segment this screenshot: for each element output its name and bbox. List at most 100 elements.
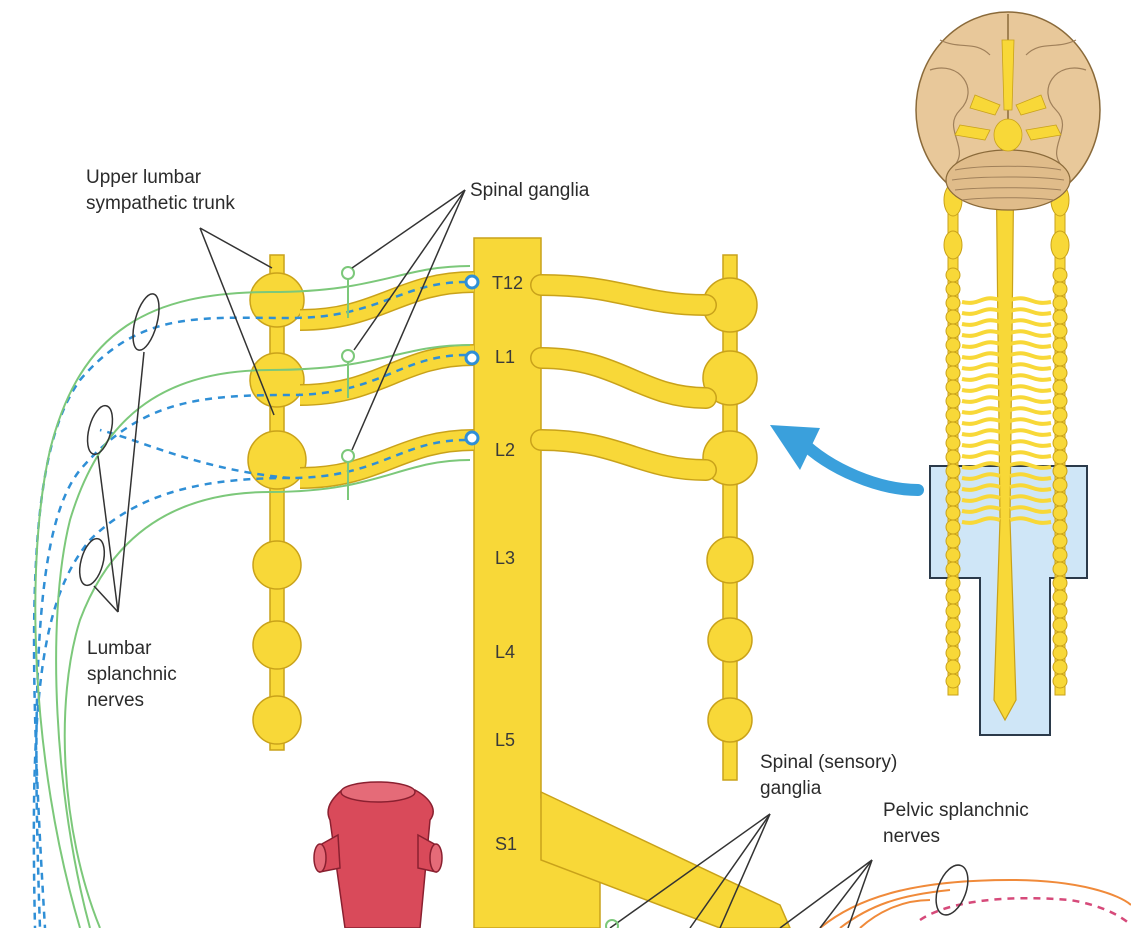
- chain-ganglion: [1053, 492, 1067, 506]
- chain-ganglion: [946, 310, 960, 324]
- chain-ganglion: [946, 450, 960, 464]
- chain-ganglion: [946, 618, 960, 632]
- chain-ganglion: [1053, 296, 1067, 310]
- chain-ganglion: [946, 590, 960, 604]
- label-pelvic-splanchnic-line1: Pelvic splanchnic: [883, 800, 1029, 822]
- chain-ganglion: [946, 408, 960, 422]
- chain-ganglion: [946, 576, 960, 590]
- pointer-arrow-icon: [770, 425, 918, 490]
- chain-ganglion: [1053, 408, 1067, 422]
- label-lumbar-splanchnic-line3: nerves: [87, 690, 144, 712]
- chain-ganglion: [1053, 618, 1067, 632]
- spinal-nerve-line: [1010, 331, 1051, 336]
- chain-ganglion: [946, 338, 960, 352]
- chain-ganglion: [946, 534, 960, 548]
- segment-label-s1: S1: [495, 834, 517, 854]
- chain-ganglion: [1053, 520, 1067, 534]
- spinal-nerve-line: [1010, 298, 1051, 303]
- chain-ganglion: [946, 548, 960, 562]
- spinal-nerve-line: [962, 342, 1000, 347]
- spinal-nerve-line: [1010, 430, 1051, 435]
- chain-ganglion: [946, 436, 960, 450]
- spinal-nerve-line: [1010, 386, 1051, 391]
- spinal-nerve-line: [1010, 452, 1051, 457]
- spinal-nerve-line: [1010, 441, 1051, 446]
- label-upper-lumbar-trunk-line1: Upper lumbar: [86, 167, 201, 189]
- spinal-nerve-line: [962, 331, 1000, 336]
- spinal-nerve-line: [1010, 353, 1051, 358]
- chain-ganglion: [1053, 590, 1067, 604]
- label-pelvic-splanchnic-line2: nerves: [883, 826, 940, 848]
- chain-ganglion: [946, 562, 960, 576]
- chain-ganglion: [1053, 478, 1067, 492]
- chain-ganglion: [1053, 422, 1067, 436]
- label-spinal-sensory-ganglia-line1: Spinal (sensory): [760, 752, 897, 774]
- spinal-nerve-line: [962, 397, 1000, 402]
- spinal-cord: [474, 238, 790, 928]
- chain-ganglion: [946, 352, 960, 366]
- chain-ganglion: [1053, 366, 1067, 380]
- chain-ganglion: [946, 632, 960, 646]
- segment-label-l2: L2: [495, 440, 515, 460]
- chain-ganglion: [946, 422, 960, 436]
- chain-ganglion: [946, 478, 960, 492]
- chain-ganglion: [1053, 450, 1067, 464]
- spinal-nerve-line: [1010, 419, 1051, 424]
- chain-ganglion: [1053, 464, 1067, 478]
- chain-ganglion: [946, 380, 960, 394]
- segment-label-t12: T12: [492, 273, 523, 293]
- spinal-nerve-line: [962, 320, 1000, 325]
- chain-ganglion: [946, 646, 960, 660]
- chain-ganglion: [1053, 352, 1067, 366]
- label-spinal-sensory-ganglia-line2: ganglia: [760, 778, 821, 800]
- chain-ganglion: [1053, 632, 1067, 646]
- chain-ganglion: [946, 604, 960, 618]
- chain-ganglion: [946, 282, 960, 296]
- chain-ganglion: [946, 492, 960, 506]
- spinal-nerve-line: [962, 353, 1000, 358]
- chain-ganglion: [946, 296, 960, 310]
- chain-ganglion: [1053, 562, 1067, 576]
- spinal-nerve-line: [962, 452, 1000, 457]
- segment-label-l5: L5: [495, 730, 515, 750]
- chain-ganglion: [1053, 660, 1067, 674]
- spinal-nerve-line: [1010, 342, 1051, 347]
- spinal-nerve-line: [1010, 320, 1051, 325]
- label-lumbar-splanchnic-line1: Lumbar: [87, 638, 151, 660]
- chain-ganglion: [946, 268, 960, 282]
- chain-ganglion: [1053, 548, 1067, 562]
- spinal-nerve-line: [1010, 364, 1051, 369]
- chain-ganglion: [946, 674, 960, 688]
- chain-ganglion: [1053, 268, 1067, 282]
- chain-ganglion: [946, 660, 960, 674]
- chain-ganglion: [1053, 338, 1067, 352]
- spinal-nerve-line: [962, 419, 1000, 424]
- chain-ganglion: [1053, 282, 1067, 296]
- left-rami: [300, 282, 474, 478]
- label-spinal-ganglia: Spinal ganglia: [470, 180, 589, 202]
- chain-ganglion: [1053, 310, 1067, 324]
- spinal-nerve-line: [962, 430, 1000, 435]
- spinal-nerve-line: [962, 364, 1000, 369]
- chain-ganglion: [946, 366, 960, 380]
- chain-ganglion: [1053, 436, 1067, 450]
- chain-ganglion: [946, 324, 960, 338]
- pelvic-fibres: [820, 861, 1131, 928]
- spinal-nerve-line: [962, 375, 1000, 380]
- chain-ganglion: [1053, 576, 1067, 590]
- spinal-nerve-line: [962, 309, 1000, 314]
- spinal-nerve-line: [1010, 375, 1051, 380]
- spinal-nerve-line: [962, 298, 1000, 303]
- chain-ganglion: [1053, 380, 1067, 394]
- chain-ganglion: [1053, 506, 1067, 520]
- chain-ganglion: [1053, 394, 1067, 408]
- segment-label-l1: L1: [495, 347, 515, 367]
- chain-ganglion: [1053, 534, 1067, 548]
- spinal-nerve-line: [962, 441, 1000, 446]
- spinal-nerve-line: [1010, 309, 1051, 314]
- segment-label-l4: L4: [495, 642, 515, 662]
- chain-ganglion: [1053, 324, 1067, 338]
- aorta: [314, 782, 442, 928]
- overview-figure: [916, 12, 1100, 735]
